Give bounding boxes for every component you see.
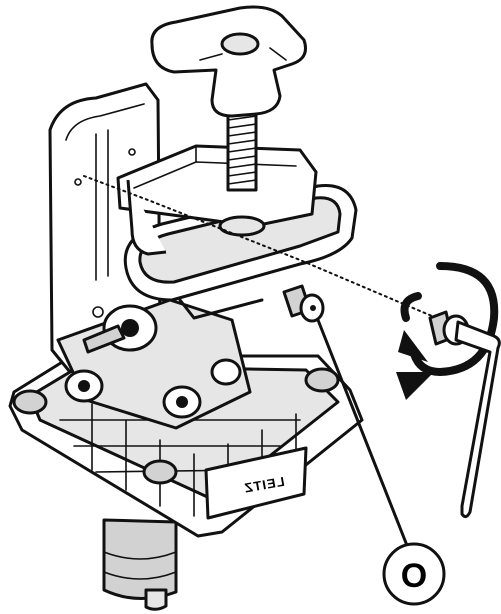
callout: O [316,318,446,606]
mount-post [102,518,178,611]
screw-part [282,284,325,323]
callout-circle [382,542,446,606]
callout-label: O [401,557,427,595]
alignment-guide [83,175,447,323]
rotating-plate [56,298,252,430]
t-knob [150,5,307,118]
brand-label: LEITZ [243,474,286,496]
hex-key [428,310,501,519]
rotate-arrow-icon [396,262,499,400]
